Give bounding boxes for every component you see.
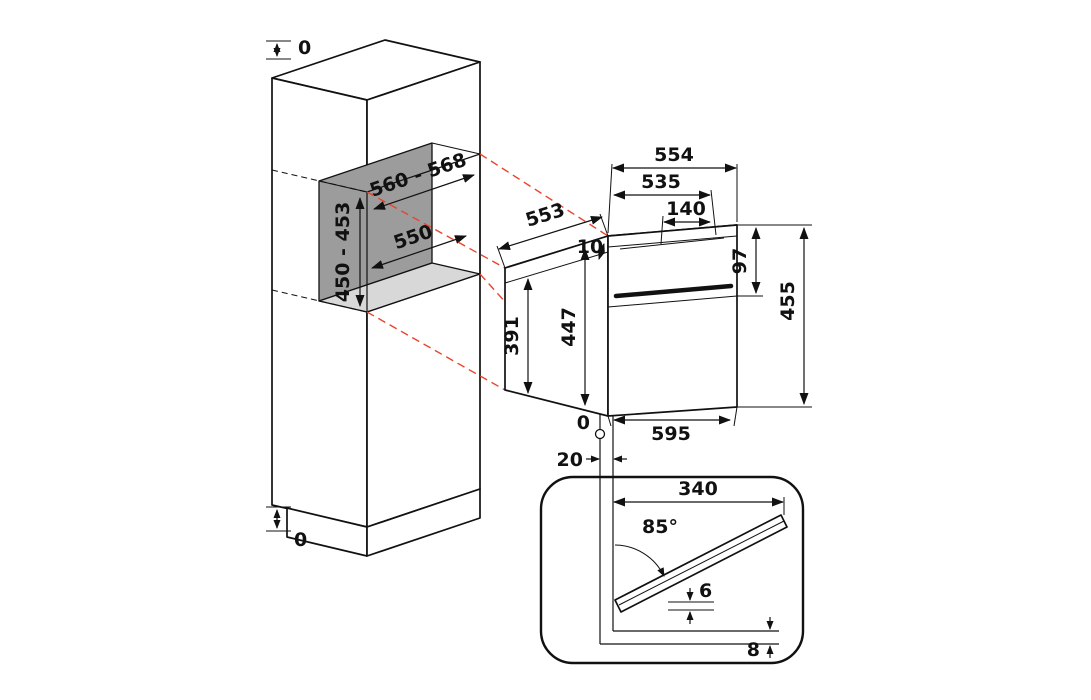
- flush-reference-marker: [594, 428, 606, 440]
- dim-97-label: 97: [729, 248, 751, 274]
- oven-drawing: 553 554 535 140 10 97: [496, 144, 812, 445]
- dim-8: 8: [747, 617, 774, 661]
- dim-20: 20: [557, 449, 627, 471]
- dim-140-label: 140: [666, 198, 706, 220]
- oven-door-seam: [607, 295, 738, 308]
- dim-535-label: 535: [641, 171, 681, 193]
- projection-line-bottom-left: [366, 311, 506, 391]
- dim-391-label: 391: [501, 316, 523, 356]
- door-angle-label: 85°: [642, 516, 678, 538]
- cabinet-plinth-front: [366, 488, 481, 557]
- door-angle-arc: [614, 544, 665, 577]
- niche-height-label: 450 - 453: [332, 202, 354, 302]
- dim-595: 595: [607, 406, 738, 445]
- oven-side-seam: [504, 251, 609, 284]
- dim-8-label: 8: [747, 639, 760, 661]
- dim-10: 10: [577, 236, 605, 260]
- projection-line-top-left: [366, 191, 506, 269]
- dim-niche-height: 450 - 453: [332, 197, 365, 307]
- dim-447: 447: [558, 248, 590, 406]
- dim-455-label: 455: [777, 281, 799, 321]
- dim-top-clearance: 0: [266, 37, 311, 60]
- oven-door-face: [607, 224, 738, 417]
- dim-535: 535: [613, 171, 717, 236]
- dim-447-label: 447: [558, 307, 580, 347]
- dim-340-label: 340: [678, 478, 718, 500]
- niche-hidden-lines: [271, 169, 368, 313]
- dim-140: 140: [660, 198, 711, 245]
- oven-top-seam: [619, 237, 725, 250]
- dim-20-label: 20: [557, 449, 583, 471]
- cabinet-drawing: 560 - 568 550 450 - 453 0 0: [266, 37, 481, 557]
- oven-door-handle: [613, 283, 734, 299]
- dim-10-label: 10: [577, 236, 603, 258]
- oven-front-top-seam: [607, 235, 738, 248]
- dim-340: 340: [613, 478, 785, 515]
- dim-554: 554: [607, 144, 738, 234]
- open-door-inner-line: [618, 520, 785, 606]
- dim-6-label: 6: [699, 580, 712, 602]
- door-open-detail: 85° 340 6 8: [600, 478, 788, 661]
- dim-391: 391: [501, 278, 533, 394]
- dim-554-label: 554: [654, 144, 694, 166]
- dim-6: 6: [668, 580, 714, 624]
- dim-595-label: 595: [651, 423, 691, 445]
- dim-455: 455: [737, 224, 812, 408]
- dim-bottom-clearance: 0: [266, 506, 307, 551]
- detail-connectors: 0 20: [557, 412, 627, 644]
- dim-553-label: 553: [523, 199, 567, 232]
- bottom-clearance-label: 0: [294, 529, 307, 551]
- top-clearance-label: 0: [298, 37, 311, 59]
- dim-97: 97: [729, 227, 763, 297]
- flush-ref-label: 0: [577, 412, 590, 434]
